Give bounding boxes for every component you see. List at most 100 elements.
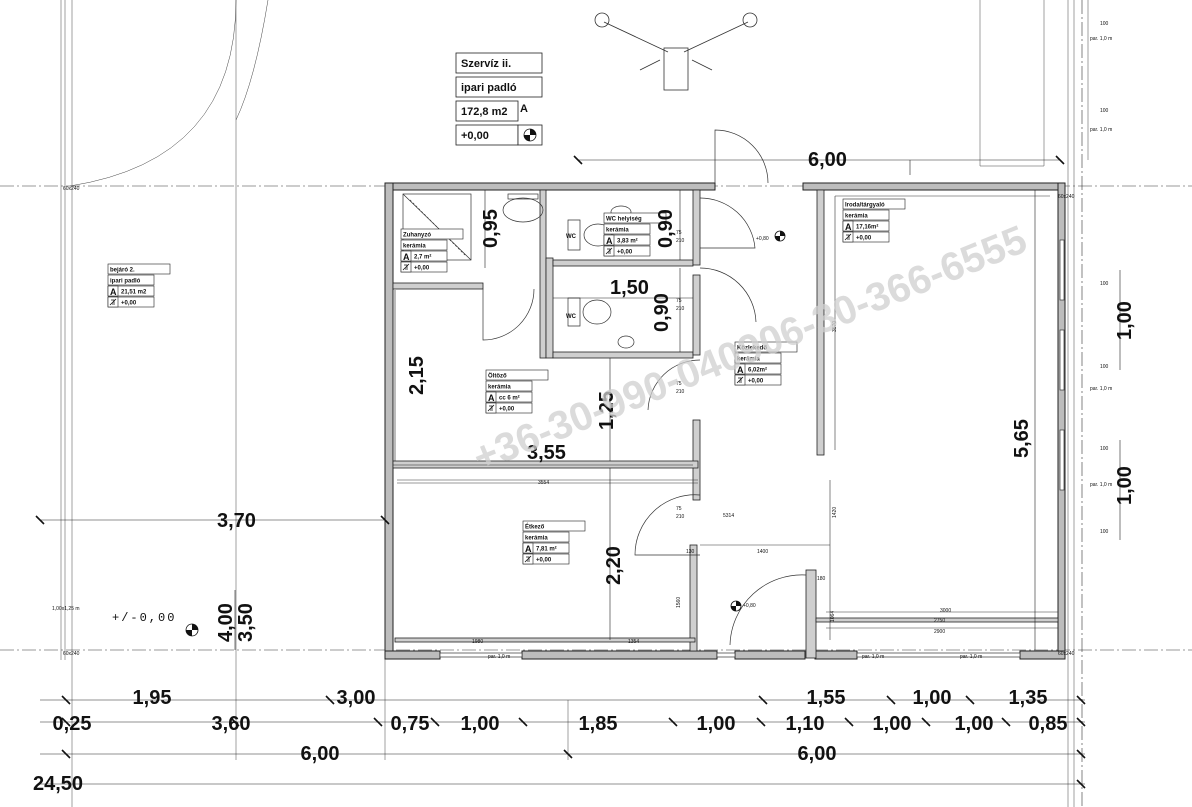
bottom-dim: 1,00: [955, 713, 994, 735]
dim-090b: 0,90: [651, 293, 673, 332]
level-icon: [402, 263, 410, 271]
dim-370: 3,70: [217, 510, 256, 532]
note-3000: 3000: [940, 608, 951, 614]
bottom-dim: 0,85: [1029, 713, 1068, 735]
room-changing-level: +0,00: [499, 407, 515, 413]
note-210-b: 210: [676, 389, 685, 395]
area-icon: A: [845, 222, 852, 232]
level-icon: [523, 128, 537, 142]
bottom-dim: 24,50: [33, 773, 83, 795]
interior-walls: [392, 189, 1059, 659]
bottom-dim: 1,00: [873, 713, 912, 735]
level-icon: [524, 555, 532, 563]
level-icon-office: [774, 230, 786, 242]
gate-opener-symbol: [594, 12, 758, 91]
room-corridor-name: Közlekedő: [737, 346, 767, 352]
note-par-1: par. 1,0 m: [488, 654, 510, 660]
note-75-c: 75: [676, 506, 682, 512]
note-60x240-d: 60x240: [1058, 194, 1075, 200]
room-dining-floor: kerámia: [525, 536, 548, 542]
note-130: 130: [686, 549, 695, 555]
area-icon: A: [737, 365, 744, 375]
small-notes: 60x240 60x240 60x240 60x240 3554 1980 13…: [52, 21, 1112, 660]
level-icon-left: [185, 623, 199, 637]
note-100-d: 100: [1100, 364, 1109, 370]
bottom-dim: 1,55: [807, 687, 846, 709]
dim-400: 4,00: [215, 603, 237, 642]
note-210-a: 210: [676, 306, 685, 312]
note-100-b: 100: [1100, 108, 1109, 114]
dim-220: 2,20: [603, 546, 625, 585]
level-icon-right: [730, 600, 742, 612]
note-60x240-a: 60x240: [63, 186, 80, 192]
sanitary-fixtures: [402, 193, 635, 349]
note-1980: 1980: [472, 639, 483, 645]
bottom-dim: 6,00: [798, 743, 837, 765]
room-entrance-name: bejáró 2.: [110, 268, 135, 274]
note-par-7: par. 1,0 m: [1090, 482, 1112, 488]
dim-350: 3,50: [235, 603, 257, 642]
note-100-a: 100: [1100, 21, 1109, 27]
dim-125: 1,25: [596, 391, 618, 430]
room-entrance-area: 21,51 m2: [121, 290, 147, 296]
room-office-level: +0,00: [856, 236, 872, 242]
note-1400: 1400: [757, 549, 768, 555]
room-entrance-level: +0,00: [121, 301, 137, 307]
bottom-dim: 0,25: [53, 713, 92, 735]
wc-mark-2: WC: [566, 314, 577, 320]
bottom-dim: 3,00: [337, 687, 376, 709]
note-3554: 3554: [538, 480, 549, 486]
bottom-dim: 6,00: [301, 743, 340, 765]
room-corridor-level: +0,00: [748, 379, 764, 385]
dim-355: 3,55: [527, 442, 566, 464]
level-icon: [109, 298, 117, 306]
dim-150: 1,50: [610, 277, 649, 299]
note-3570: 3570: [832, 321, 838, 332]
note-par-4: par. 1,0 m: [1090, 36, 1112, 42]
note-par-3: par. 1,0 m: [960, 654, 982, 660]
mark-080: +0,80: [743, 603, 756, 609]
bottom-dim: 1,00: [697, 713, 736, 735]
area-icon: A: [488, 393, 495, 403]
bottom-dim: 1,85: [579, 713, 618, 735]
wc-mark-1: WC: [566, 234, 577, 240]
room-shower-floor: kerámia: [403, 244, 426, 250]
windows: [439, 239, 1065, 658]
dim-090a: 0,90: [655, 209, 677, 248]
room-wc-level: +0,00: [617, 250, 633, 256]
level-icon: [605, 247, 613, 255]
note-par-5: par. 1,0 m: [1090, 127, 1112, 133]
big-room-area: 172,8 m2: [461, 106, 507, 118]
dim-top-600: 6,00: [808, 149, 847, 171]
dimension-lines: [40, 159, 1121, 785]
bottom-dim: 3,60: [212, 713, 251, 735]
area-icon: A: [110, 287, 117, 297]
bottom-dim: 1,35: [1009, 687, 1048, 709]
note-window-size: 1,00x1,25 m: [52, 606, 80, 612]
doors: [482, 129, 807, 646]
note-1064: 1064: [830, 611, 836, 622]
room-shower-area: 2,7 m²: [414, 254, 431, 261]
note-2900: 2900: [934, 629, 945, 635]
room-wc-floor: kerámia: [606, 228, 629, 234]
dimension-texts: 6,00 0,95 0,90 1,50 0,90 2,15 1,25 3,55 …: [215, 149, 1136, 642]
room-label-big: Szervíz ii. ipari padló 172,8 m2 A +0,00: [455, 52, 543, 146]
area-icon: A: [520, 103, 528, 115]
area-icon: A: [403, 252, 410, 262]
room-changing-area: cc 6 m²: [499, 395, 520, 402]
level-mark: +/-0,00: [112, 611, 176, 625]
room-dining-area: 7,81 m²: [536, 546, 557, 553]
note-100-c: 100: [1100, 281, 1109, 287]
dim-100a: 1,00: [1114, 301, 1136, 340]
bottom-dim: 1,10: [786, 713, 825, 735]
bottom-dim: 0,75: [391, 713, 430, 735]
note-210-c: 210: [676, 514, 685, 520]
room-wc-area: 3,83 m²: [617, 238, 638, 245]
area-icon: A: [525, 544, 532, 554]
construction-lines: [60, 0, 1089, 807]
